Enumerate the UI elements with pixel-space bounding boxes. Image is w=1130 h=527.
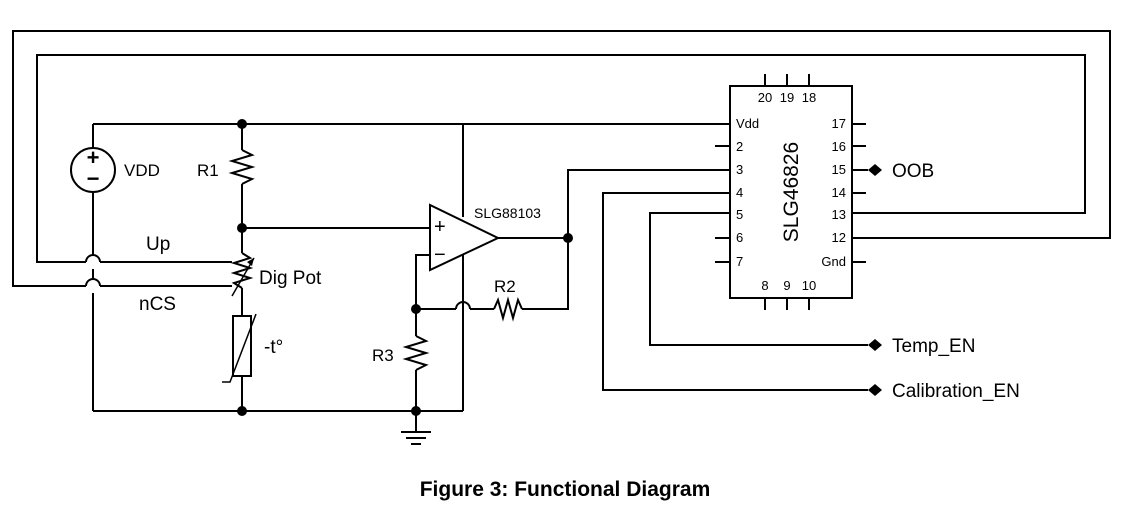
pin-7: 7	[736, 254, 743, 269]
chip-name: SLG46826	[780, 142, 803, 242]
pin-10: 10	[802, 278, 816, 293]
ncs-label: nCS	[139, 294, 176, 315]
pin-15: 15	[832, 162, 846, 177]
oob-label: OOB	[892, 161, 934, 182]
inv-input-wire	[415, 254, 456, 310]
svg-text:−: −	[87, 166, 100, 191]
r1-resistor	[228, 124, 256, 253]
r2-resistor	[493, 238, 569, 322]
thermistor	[222, 313, 257, 411]
pin-6: 6	[736, 230, 743, 245]
outer-up-wire	[36, 54, 1086, 263]
pin-gnd: Gnd	[821, 254, 846, 269]
junction-dots	[237, 119, 573, 416]
pin-3: 3	[736, 162, 743, 177]
calibration-en-connector	[602, 192, 882, 396]
dig-pot	[230, 252, 255, 316]
r2-label: R2	[494, 277, 516, 296]
pin-vdd: Vdd	[736, 116, 759, 131]
pin-8: 8	[761, 278, 768, 293]
pin-13: 13	[832, 207, 846, 222]
ground-symbol	[401, 431, 431, 445]
pin-5: 5	[736, 207, 743, 222]
pin-16: 16	[832, 139, 846, 154]
up-label: Up	[146, 234, 170, 255]
functional-diagram: + − VDD R1 Dig Pot Up nCS -t° + −	[12, 30, 1111, 445]
outer-ncs-wire	[12, 30, 1111, 287]
pin-9: 9	[783, 278, 790, 293]
r2-crossover	[455, 301, 471, 310]
vdd-source: + −	[70, 124, 116, 411]
dig-pot-label: Dig Pot	[259, 268, 322, 289]
vdd-label: VDD	[124, 161, 160, 180]
pin-17: 17	[832, 116, 846, 131]
svg-text:−: −	[434, 244, 446, 266]
pin-2: 2	[736, 139, 743, 154]
pin-14: 14	[832, 185, 846, 200]
opamp-label: SLG88103	[474, 205, 541, 221]
pin-12: 12	[832, 230, 846, 245]
pin-20: 20	[758, 90, 772, 105]
r3-label: R3	[372, 346, 394, 365]
chip-pin-labels: Vdd 2 3 4 5 6 7 17 16 15 14 13 12 Gnd 20…	[736, 90, 846, 293]
oob-connector	[852, 164, 882, 176]
pin-18: 18	[802, 90, 816, 105]
svg-text:+: +	[434, 216, 446, 238]
figure-caption: Figure 3: Functional Diagram	[419, 478, 711, 501]
chip-body	[729, 85, 853, 299]
calibration-en-label: Calibration_EN	[892, 381, 1020, 402]
thermistor-label: -t°	[264, 337, 283, 358]
opamp-output-wire	[498, 169, 730, 239]
temp-en-connector	[649, 212, 882, 351]
svg-text:+: +	[87, 145, 100, 170]
opamp: + −	[429, 203, 501, 272]
pin-19: 19	[780, 90, 794, 105]
temp-en-label: Temp_EN	[892, 336, 975, 357]
r1-label: R1	[197, 161, 219, 180]
pin-4: 4	[736, 185, 743, 200]
